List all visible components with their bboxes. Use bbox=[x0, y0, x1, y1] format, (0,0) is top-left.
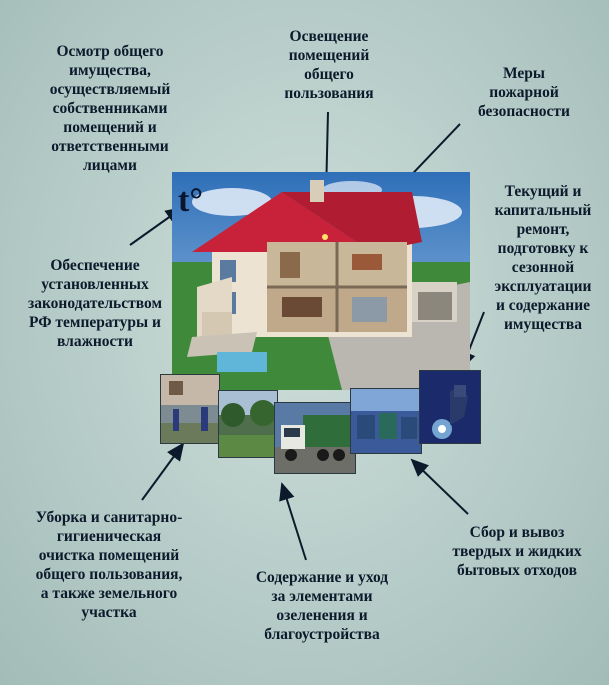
waste-containers-photo-icon bbox=[351, 389, 421, 453]
arrow-waste bbox=[410, 458, 469, 515]
cleaning-photo-icon bbox=[161, 375, 219, 443]
photo-truck bbox=[274, 402, 356, 474]
photo-waste-containers bbox=[350, 388, 422, 454]
label-cleaning: Уборка и санитарно- гигиеническая очистк… bbox=[35, 509, 183, 621]
arrow-cleaning bbox=[141, 442, 185, 501]
label-landscaping: Содержание и уход за элементами озеленен… bbox=[255, 569, 389, 643]
label-lighting: Освещение помещений общего пользования bbox=[284, 28, 374, 102]
label-waste: Сбор и вывоз твердых и жидких бытовых от… bbox=[452, 524, 582, 579]
landscaping-photo-icon bbox=[219, 391, 277, 457]
photo-landscaping bbox=[218, 390, 278, 458]
house-cutaway-icon bbox=[172, 172, 470, 390]
arrow-landscaping bbox=[279, 482, 307, 561]
welder-icon bbox=[420, 371, 480, 443]
label-fire-safety: Меры пожарной безопасности bbox=[478, 65, 570, 120]
label-repair: Текущий и капитальный ремонт, подготовку… bbox=[494, 183, 592, 333]
label-inspection: Осмотр общего имущества, осуществляемый … bbox=[49, 43, 171, 174]
garbage-truck-icon bbox=[275, 403, 355, 473]
temperature-symbol: t° bbox=[178, 182, 203, 219]
label-temperature: Обеспечение установленных законодательст… bbox=[27, 257, 163, 350]
photo-cleaning bbox=[160, 374, 220, 444]
house-scene bbox=[172, 172, 470, 390]
photo-repair bbox=[419, 370, 481, 444]
